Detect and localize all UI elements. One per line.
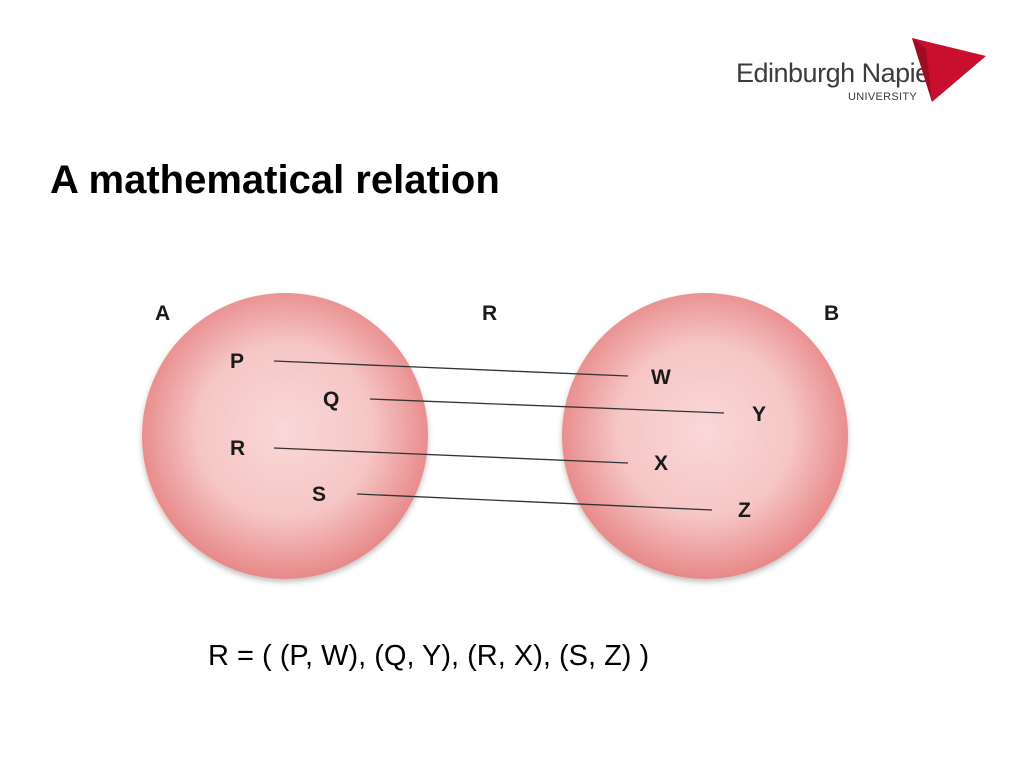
set-a-element: P bbox=[230, 350, 244, 373]
mapping-line-r-x bbox=[273, 447, 629, 464]
logo-flag-icon bbox=[912, 38, 986, 102]
relation-label: R bbox=[482, 302, 497, 325]
set-a-element: S bbox=[312, 483, 326, 506]
set-a-element: R bbox=[230, 437, 245, 460]
relation-formula: R = ( (P, W), (Q, Y), (R, X), (S, Z) ) bbox=[208, 640, 650, 672]
set-a-label: A bbox=[155, 302, 170, 325]
mapping-line-s-z bbox=[356, 493, 713, 511]
mapping-line-p-w bbox=[273, 360, 629, 377]
set-b-element: X bbox=[654, 452, 668, 475]
logo-name: Edinburgh Napier bbox=[736, 58, 939, 88]
university-logo: Edinburgh Napier UNIVERSITY bbox=[736, 38, 988, 106]
mapping-line-q-y bbox=[369, 398, 725, 414]
set-b-circle bbox=[562, 293, 848, 579]
set-b-element: Y bbox=[752, 403, 766, 426]
set-a-circle bbox=[142, 293, 428, 579]
set-b-element: Z bbox=[738, 499, 751, 522]
logo-subtitle: UNIVERSITY bbox=[848, 91, 918, 103]
set-b-label: B bbox=[824, 302, 839, 325]
slide-title: A mathematical relation bbox=[50, 158, 500, 202]
set-b-element: W bbox=[651, 366, 671, 389]
set-a-element: Q bbox=[323, 388, 339, 411]
